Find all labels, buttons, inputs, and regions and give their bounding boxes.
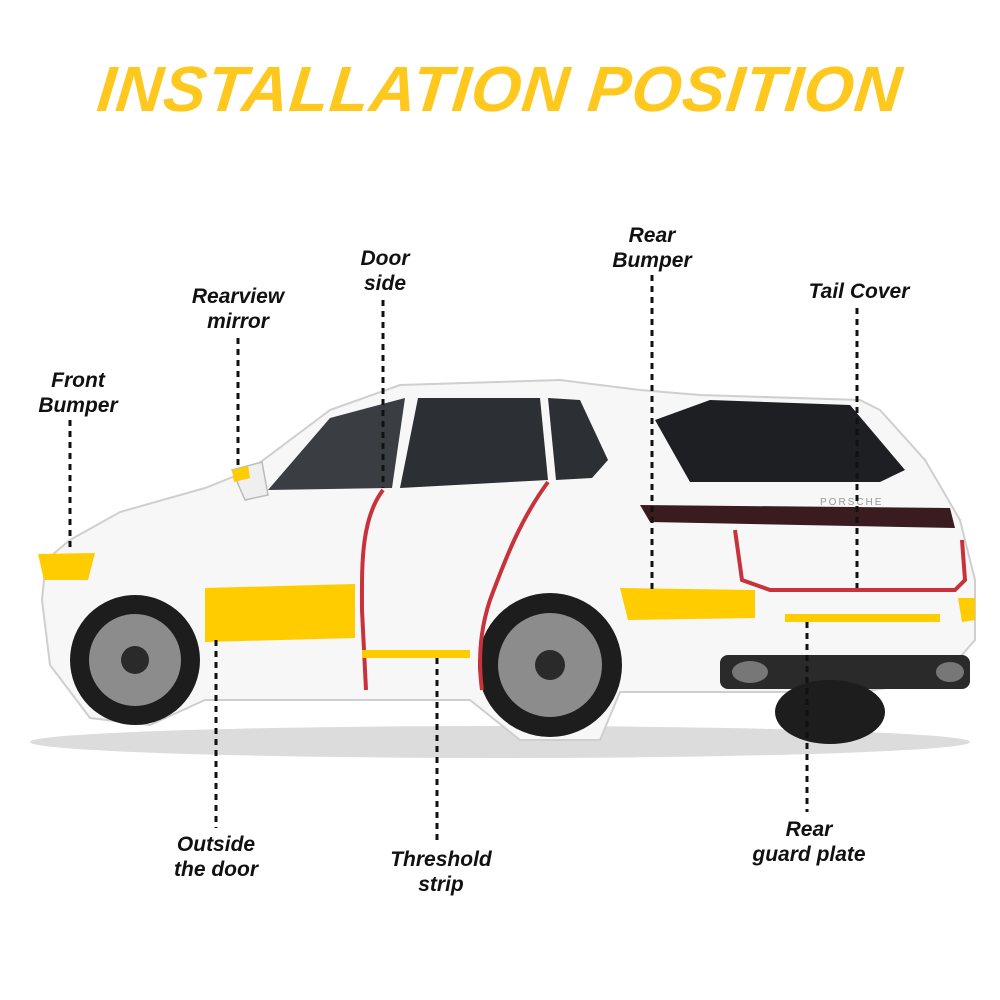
rear-wheel bbox=[478, 593, 622, 737]
strip-threshold bbox=[362, 650, 470, 658]
strip-front-bumper bbox=[38, 553, 95, 580]
strip-rear-guard-plate bbox=[785, 614, 940, 622]
tail-light-bar bbox=[640, 505, 955, 528]
exhaust-right bbox=[936, 662, 964, 682]
front-windshield bbox=[268, 398, 405, 490]
strip-tail-corner bbox=[958, 598, 975, 622]
tail-cover-line bbox=[733, 529, 968, 592]
front-wheel bbox=[70, 595, 200, 725]
rear-window bbox=[655, 400, 905, 482]
rear-diffuser bbox=[720, 655, 970, 689]
strip-rearview-mirror bbox=[232, 466, 250, 482]
far-rear-wheel bbox=[775, 680, 885, 744]
strip-outside-door bbox=[205, 584, 355, 642]
exhaust-left bbox=[732, 661, 768, 683]
ground-shadow bbox=[30, 726, 970, 758]
badge-text: PORSCHE bbox=[820, 497, 883, 508]
door-edge-line-rear bbox=[478, 480, 550, 691]
side-window-rear bbox=[548, 398, 608, 480]
side-window-front bbox=[400, 398, 548, 488]
strip-rear-bumper bbox=[620, 588, 755, 620]
label-tail-cover: Tail Cover bbox=[808, 280, 910, 303]
door-edge-line-front bbox=[359, 488, 385, 691]
